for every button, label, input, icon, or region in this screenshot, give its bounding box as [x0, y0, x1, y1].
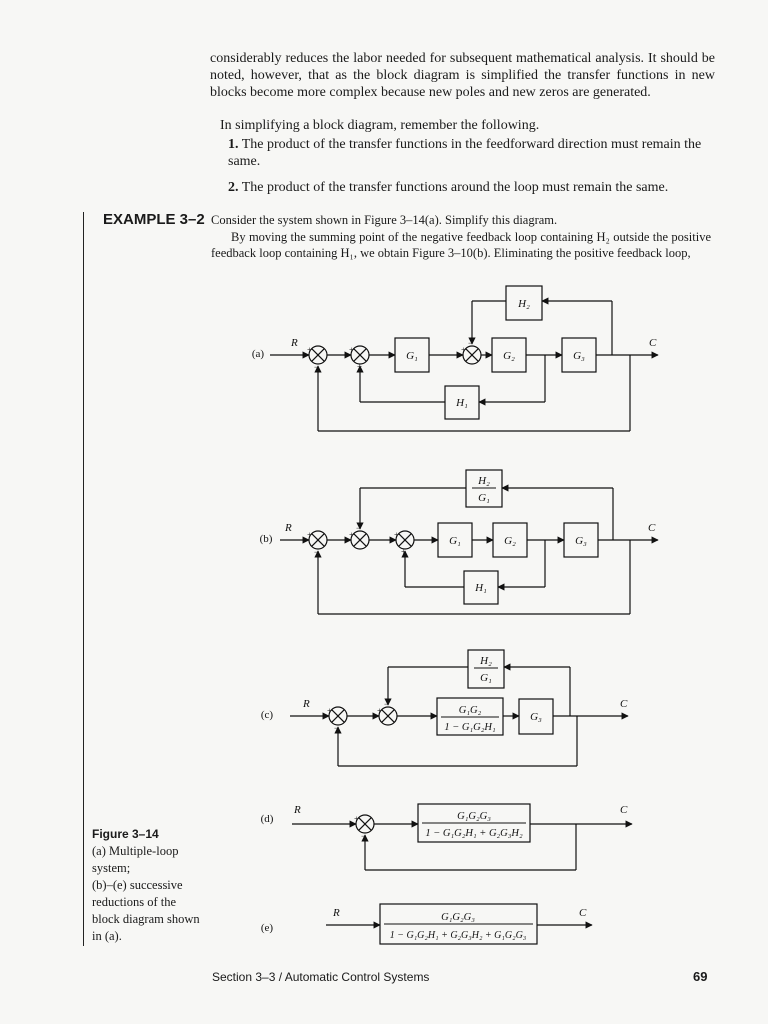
- caption-line: (a) Multiple-loop: [92, 844, 179, 858]
- h2-over-g1-den: G₁: [480, 672, 492, 684]
- g3-label: G₃: [530, 711, 542, 723]
- block-h2-over-g1: [465, 469, 503, 508]
- block-g2: [491, 337, 527, 373]
- panel-e: [326, 903, 593, 945]
- sign-minus: −: [314, 362, 319, 372]
- sign-minus: −: [314, 547, 319, 557]
- input-label: R: [302, 698, 310, 710]
- sign-plus: +: [349, 345, 354, 355]
- block-g3: [561, 337, 597, 373]
- rule-2-text: The product of the transfer functions ar…: [241, 180, 669, 195]
- output-label: C: [620, 804, 628, 816]
- block-g3: [563, 522, 599, 558]
- block-d-forward: [417, 803, 531, 843]
- caption-line: block diagram shown: [92, 912, 200, 926]
- g3-label: G₃: [575, 535, 587, 547]
- c-forward-num: G₁G₂: [459, 705, 482, 716]
- panel-c: [290, 649, 629, 767]
- sign-plus: +: [461, 345, 466, 355]
- block-h2-over-g1: [467, 649, 505, 689]
- sign-plus: +: [349, 530, 354, 540]
- overall-tf-den: 1 − G₁G₂H₁ + G₂G₃H₂ + G₁G₂G₃: [390, 930, 527, 941]
- sign-minus: −: [468, 338, 473, 348]
- page-number: 69: [693, 969, 708, 984]
- h2-label: H₂: [517, 298, 530, 310]
- d-forward-num: G₁G₂G₃: [457, 811, 491, 822]
- sign-plus: +: [307, 345, 312, 355]
- block-g1: [437, 522, 473, 558]
- figure-caption: Figure 3–14 (a) Multiple-loop system; (b…: [92, 826, 210, 945]
- paragraph-rules-intro: In simplifying a block diagram, remember…: [220, 118, 540, 133]
- block-overall-tf: [379, 903, 538, 945]
- g2-label: G₂: [504, 535, 516, 547]
- c-forward-den: 1 − G₁G₂H₁: [444, 722, 495, 733]
- sign-plus: +: [357, 362, 362, 372]
- panel-label-c: (c): [261, 709, 274, 721]
- sign-plus: +: [307, 530, 312, 540]
- rule-2: 2. The product of the transfer functions…: [228, 179, 713, 196]
- example-text-2: By moving the summing point of the negat…: [211, 230, 711, 260]
- output-label: C: [648, 522, 656, 534]
- h1-label: H₁: [455, 397, 468, 409]
- panel-label-e: (e): [261, 922, 274, 934]
- sign-plus: +: [394, 530, 399, 540]
- output-label: C: [649, 337, 657, 349]
- paragraph-intro: considerably reduces the labor needed fo…: [210, 51, 715, 100]
- panel-label-b: (b): [260, 533, 273, 545]
- g1-label: G₁: [406, 350, 418, 362]
- panel-a: [270, 285, 659, 432]
- sign-minus: −: [334, 723, 339, 733]
- panel-label-d: (d): [261, 813, 274, 825]
- caption-line: system;: [92, 861, 131, 875]
- overall-tf-num: G₁G₂G₃: [441, 912, 475, 923]
- sign-plus: +: [377, 706, 382, 716]
- sign-minus: −: [356, 523, 361, 533]
- caption-line: (b)–(e) successive: [92, 878, 183, 892]
- input-label: R: [332, 907, 340, 919]
- panel-d: [292, 803, 633, 871]
- g3-label: G₃: [573, 350, 585, 362]
- sign-plus: +: [401, 547, 406, 557]
- sign-minus: −: [361, 831, 366, 841]
- example-margin-rule: [83, 212, 84, 946]
- output-label: C: [620, 698, 628, 710]
- sign-plus: +: [327, 706, 332, 716]
- rule-2-number: 2.: [228, 180, 239, 195]
- rule-1-text: The product of the transfer functions in…: [228, 137, 702, 169]
- h2-over-g1-den: G₁: [478, 492, 490, 504]
- block-h2: [505, 285, 543, 321]
- g2-label: G₂: [503, 350, 515, 362]
- panel-label-a: (a): [252, 348, 265, 360]
- caption-line: in (a).: [92, 929, 122, 943]
- sign-plus: +: [354, 814, 359, 824]
- block-g2: [492, 522, 528, 558]
- figure-caption-title: Figure 3–14: [92, 827, 159, 841]
- h1-label: H₁: [474, 582, 487, 594]
- h2-over-g1-num: H₂: [477, 475, 490, 487]
- example-text-1: Consider the system shown in Figure 3–14…: [211, 213, 558, 227]
- d-forward-den: 1 − G₁G₂H₁ + G₂G₃H₂: [425, 828, 523, 839]
- rule-1-number: 1.: [228, 137, 239, 152]
- panel-b: [280, 469, 659, 615]
- caption-line: reductions of the: [92, 895, 177, 909]
- block-c-forward: [436, 697, 504, 736]
- output-label: C: [579, 907, 587, 919]
- sign-minus: −: [384, 699, 389, 709]
- example-label: EXAMPLE 3–2: [103, 211, 205, 228]
- g1-label: G₁: [449, 535, 461, 547]
- block-h1: [463, 570, 499, 605]
- running-footer: Section 3–3 / Automatic Control Systems: [212, 970, 430, 984]
- block-g3: [518, 698, 554, 735]
- block-h1: [444, 385, 480, 420]
- rule-1: 1. The product of the transfer functions…: [228, 136, 713, 170]
- h2-over-g1-num: H₂: [479, 655, 492, 667]
- block-g1: [394, 337, 430, 373]
- input-label: R: [290, 337, 298, 349]
- input-label: R: [293, 804, 301, 816]
- input-label: R: [284, 522, 292, 534]
